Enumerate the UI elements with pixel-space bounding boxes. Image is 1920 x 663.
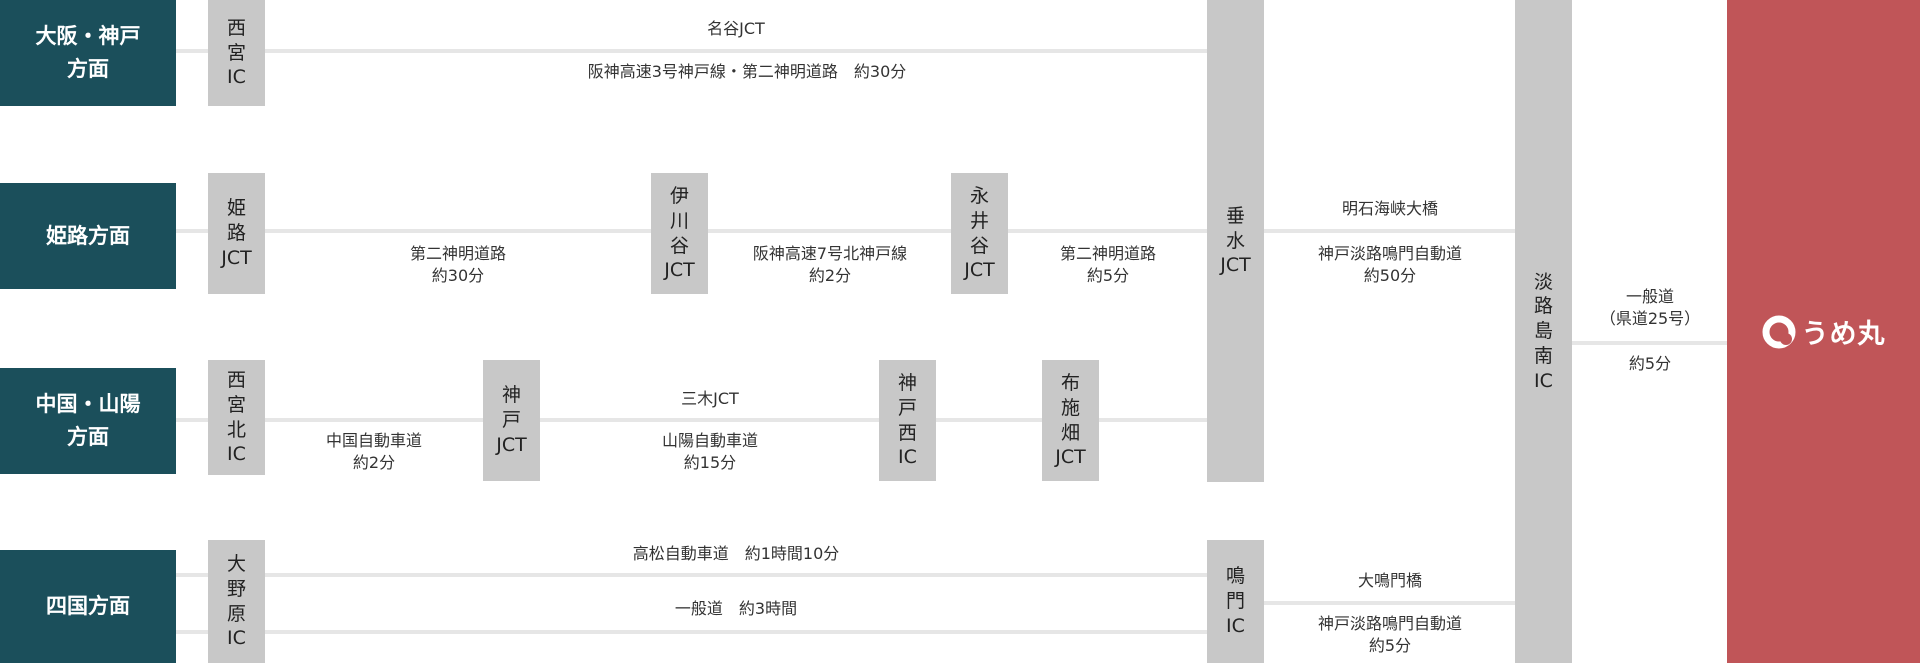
route-name: 第二神明道路 [1059,244,1157,263]
route-line [1264,229,1516,233]
route-number: （県道25号） [1599,309,1701,329]
label-route-chugoku-b: 山陽自動車道約15分 [662,430,758,475]
route-time: 約5分 [1086,266,1130,286]
label-onaruto-bridge: 大鳴門橋 [1357,571,1423,590]
route-line [176,418,1208,422]
node-nagaidani-jct: 永 井 谷 JCT [951,173,1008,294]
route-line [176,573,1208,577]
route-line [176,630,1208,634]
node-nishinomiya-kita-ic: 西 宮 北 IC [208,360,265,475]
route-name: 神戸淡路鳴門自動道 [1317,614,1463,633]
route-name: 山陽自動車道 [661,431,759,450]
route-time: 約30分 [431,266,485,286]
node-tarumi-jct: 垂 水 JCT [1207,0,1264,482]
node-kobe-jct: 神 戸 JCT [483,360,540,481]
route-time: 約15分 [683,453,737,473]
origin-chugoku-sanyo: 中国・山陽 方面 [0,368,176,474]
node-ikawadani-jct: 伊 川 谷 JCT [651,173,708,294]
label-kobe-awaji-2: 神戸淡路鳴門自動道約5分 [1318,613,1462,658]
label-kobe-awaji-1: 神戸淡路鳴門自動道約50分 [1318,243,1462,288]
route-name: 第二神明道路 [409,244,507,263]
route-name: 阪神高速7号北神戸線 [752,244,908,263]
label-route-himeji-a: 第二神明道路約30分 [410,243,506,288]
route-time: 約2分 [352,453,396,473]
node-nishinomiya-ic: 西 宮 IC [208,0,265,106]
label-route-himeji-c: 第二神明道路約5分 [1060,243,1156,288]
label-miki-jct: 三木JCT [681,389,739,408]
origin-himeji: 姫路方面 [0,183,176,289]
node-himeji-jct: 姫 路 JCT [208,173,265,294]
label-myodani-jct: 名谷JCT [707,19,765,38]
route-line [176,49,1208,53]
route-time: 約2分 [808,266,852,286]
label-route-chugoku-a: 中国自動車道約2分 [326,430,422,475]
route-name: 一般道 [1625,287,1674,306]
label-route-shikoku-b: 一般道 約3時間 [674,599,798,618]
node-onohara-ic: 大 野 原 IC [208,540,265,663]
node-kobe-nishi-ic: 神 戸 西 IC [879,360,936,481]
label-akashi-bridge: 明石海峡大橋 [1341,199,1439,218]
node-fusehata-jct: 布 施 畑 JCT [1042,360,1099,481]
route-name: 中国自動車道 [325,431,423,450]
node-naruto-ic: 鳴 門 IC [1207,540,1264,663]
route-line [1264,601,1516,605]
label-route-himeji-b: 阪神高速7号北神戸線約2分 [753,243,907,288]
route-time: 約5分 [1368,636,1412,656]
origin-shikoku: 四国方面 [0,550,176,663]
destination-umemaru: うめ丸 [1727,0,1920,663]
label-route-osaka: 阪神高速3号神戸線・第二神明道路 約30分 [587,62,907,81]
route-time: 約50分 [1363,266,1417,286]
route-name: 神戸淡路鳴門自動道 [1317,244,1463,263]
node-awajishima-minami-ic: 淡 路 島 南 IC [1515,0,1572,663]
route-line [1572,341,1728,345]
label-local-road: 一般道 （県道25号） [1600,286,1700,331]
origin-osaka-kobe: 大阪・神戸 方面 [0,0,176,106]
logo-mark-icon [1762,315,1795,348]
label-local-time: 約5分 [1628,354,1672,373]
label-route-shikoku-a: 高松自動車道 約1時間10分 [632,544,840,563]
umemaru-logo: うめ丸 [1762,312,1886,351]
